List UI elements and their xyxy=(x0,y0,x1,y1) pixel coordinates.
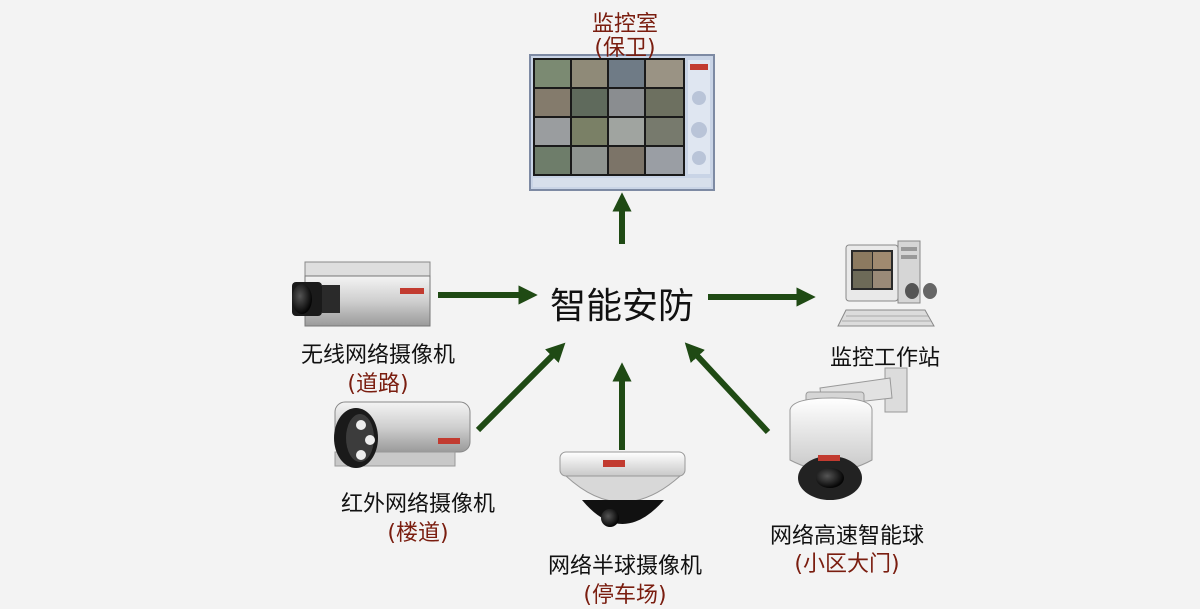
arrow-from-ir-camera xyxy=(475,342,566,433)
arrow-from-speed-dome xyxy=(684,342,771,435)
control-room-name: 监控室 xyxy=(591,12,658,37)
box-camera-sub: (道路) xyxy=(347,372,409,397)
speed-dome-name: 网络高速智能球 xyxy=(769,524,924,549)
workstation-pc-image xyxy=(837,240,937,327)
ir-camera-image xyxy=(334,401,471,468)
dome-camera-name: 网络半球摄像机 xyxy=(547,554,702,579)
speed-dome-sub: (小区大门) xyxy=(794,552,900,577)
workstation-name: 监控工作站 xyxy=(829,346,940,371)
ir-camera-name: 红外网络摄像机 xyxy=(340,492,495,517)
center-label: 智能安防 xyxy=(549,286,694,327)
control-room-monitor-image xyxy=(529,54,715,191)
dome-camera-image xyxy=(559,451,686,527)
ir-camera-sub: (楼道) xyxy=(387,521,449,546)
speed-dome-image xyxy=(789,367,908,500)
dome-camera-sub: (停车场) xyxy=(583,583,667,608)
box-camera-image xyxy=(292,261,431,327)
box-camera-name: 无线网络摄像机 xyxy=(300,343,455,368)
control-room-sub: (保卫) xyxy=(594,36,656,61)
